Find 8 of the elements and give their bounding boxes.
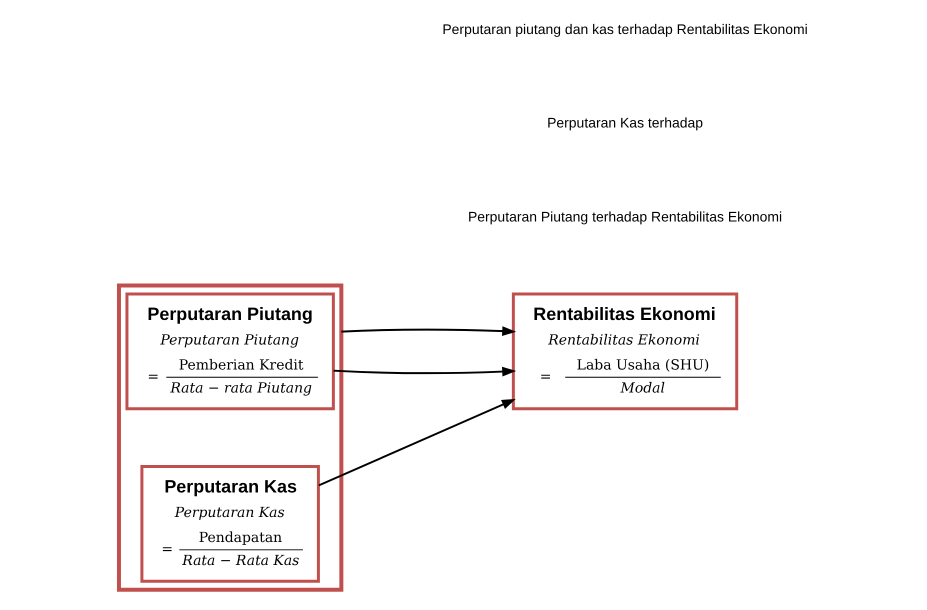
label: Perputaran Piutang terhadap Rentabilitas Ekonomi [468, 208, 782, 224]
arrow [341, 326, 516, 336]
node-box: Rentabilitas Ekonomi Rentabilitas Ekonomi = Laba Usaha (SHU) Modal [512, 292, 738, 410]
label: Perputaran Kas terhadap [547, 114, 704, 131]
cluster [116, 284, 344, 592]
arrow [334, 366, 516, 376]
arrow [318, 398, 516, 486]
label: Perputaran piutang dan kas terhadap Rentabilitas Ekonomi [442, 20, 808, 37]
